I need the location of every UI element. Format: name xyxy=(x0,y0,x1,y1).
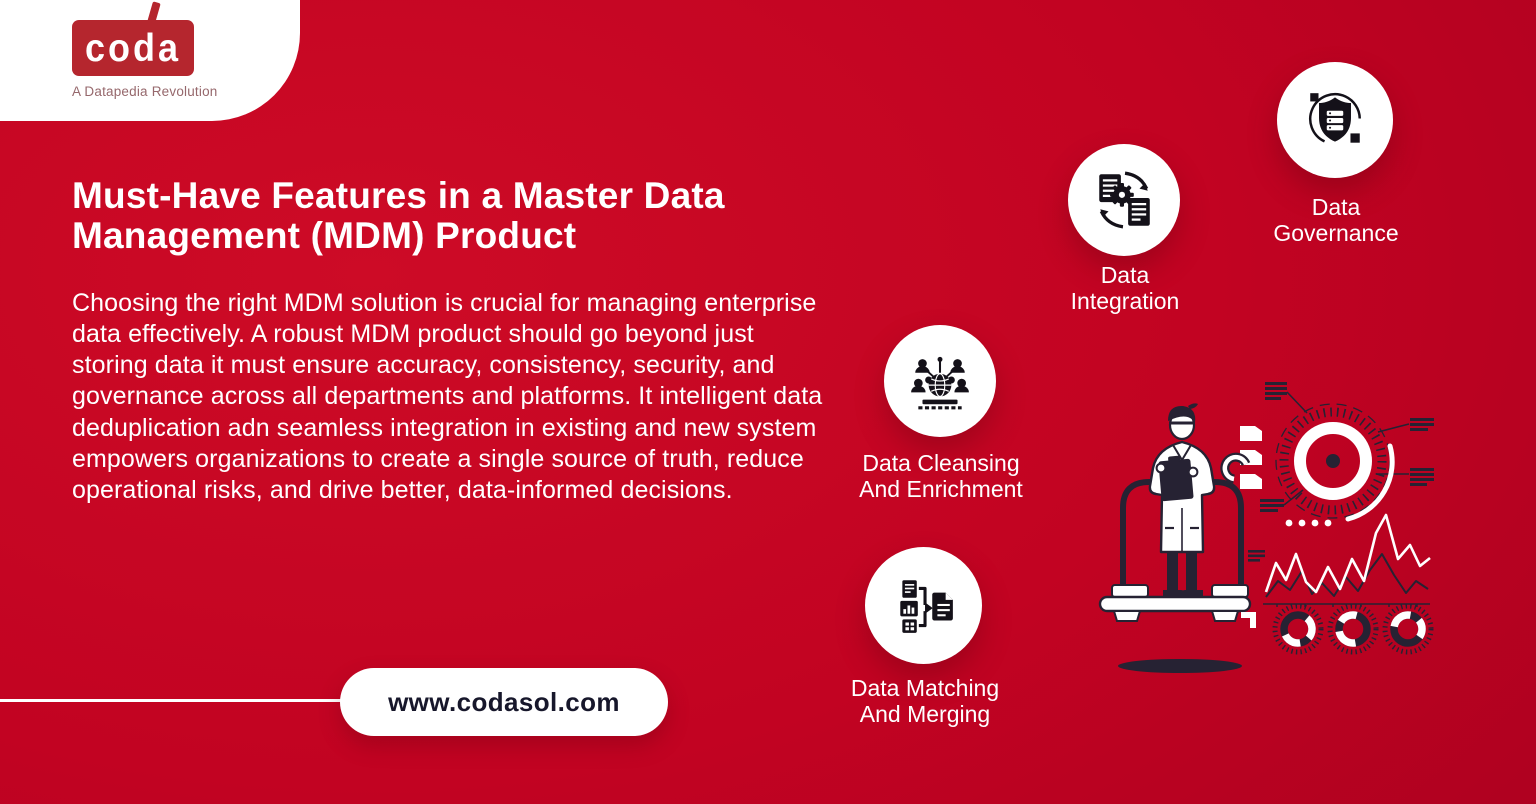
page-title-line-1: Must-Have Features in a Master Data xyxy=(72,175,725,216)
scientist-figure xyxy=(1148,403,1216,597)
feature-label-data-cleansing: Data Cleansing And Enrichment xyxy=(859,450,1023,502)
brand-tagline: A Datapedia Revolution xyxy=(72,84,218,99)
feature-label-data-governance: Data Governance xyxy=(1273,194,1398,246)
feature-circle-data-integration xyxy=(1068,144,1180,256)
feature-label-line: Data xyxy=(1311,194,1361,220)
shield-database-icon xyxy=(1309,92,1361,145)
feature-circle-data-governance xyxy=(1277,62,1393,178)
documents-sync-gear-icon xyxy=(1099,171,1150,229)
feature-label-line: Data Cleansing xyxy=(862,450,1020,476)
treadmill-base xyxy=(1098,584,1252,622)
line-chart xyxy=(1263,513,1431,607)
data-bar-stacks xyxy=(1248,382,1434,562)
website-url: www.codasol.com xyxy=(388,686,620,717)
feature-label-data-integration: Data Integration xyxy=(1071,262,1180,314)
feature-label-line: And Enrichment xyxy=(859,476,1023,503)
feature-label-line: And Merging xyxy=(859,701,991,728)
clipboard xyxy=(1158,455,1194,502)
donut-charts xyxy=(1272,603,1434,655)
page-title: Must-Have Features in a Master Data Mana… xyxy=(72,176,725,256)
website-pill[interactable]: www.codasol.com xyxy=(340,668,668,736)
feature-label-line: Data Matching xyxy=(850,675,1000,701)
dots-row xyxy=(1285,519,1332,527)
documents-merge-flow-icon xyxy=(899,579,953,633)
logo-corner-panel: coda A Datapedia Revolution xyxy=(0,0,300,121)
feature-label-data-matching: Data Matching And Merging xyxy=(851,675,999,727)
intro-paragraph: Choosing the right MDM solution is cruci… xyxy=(72,289,823,504)
feature-label-line: Integration xyxy=(1070,288,1180,315)
website-connector-line xyxy=(0,699,350,702)
people-network-globe-icon xyxy=(911,356,969,410)
ground-shadow xyxy=(1118,659,1242,673)
coda-logo: coda xyxy=(72,20,194,76)
bracket-shape xyxy=(1241,612,1256,628)
coda-logo-text: coda xyxy=(84,25,182,70)
feature-circle-data-matching xyxy=(865,547,982,664)
dashboard-illustration xyxy=(1098,382,1434,673)
feature-label-line: Data xyxy=(1100,262,1150,288)
feature-circle-data-cleansing xyxy=(884,325,996,437)
page-title-line-2: Management (MDM) Product xyxy=(72,214,577,256)
gauge-chart xyxy=(1275,403,1395,522)
feature-label-line: Governance xyxy=(1273,220,1399,247)
